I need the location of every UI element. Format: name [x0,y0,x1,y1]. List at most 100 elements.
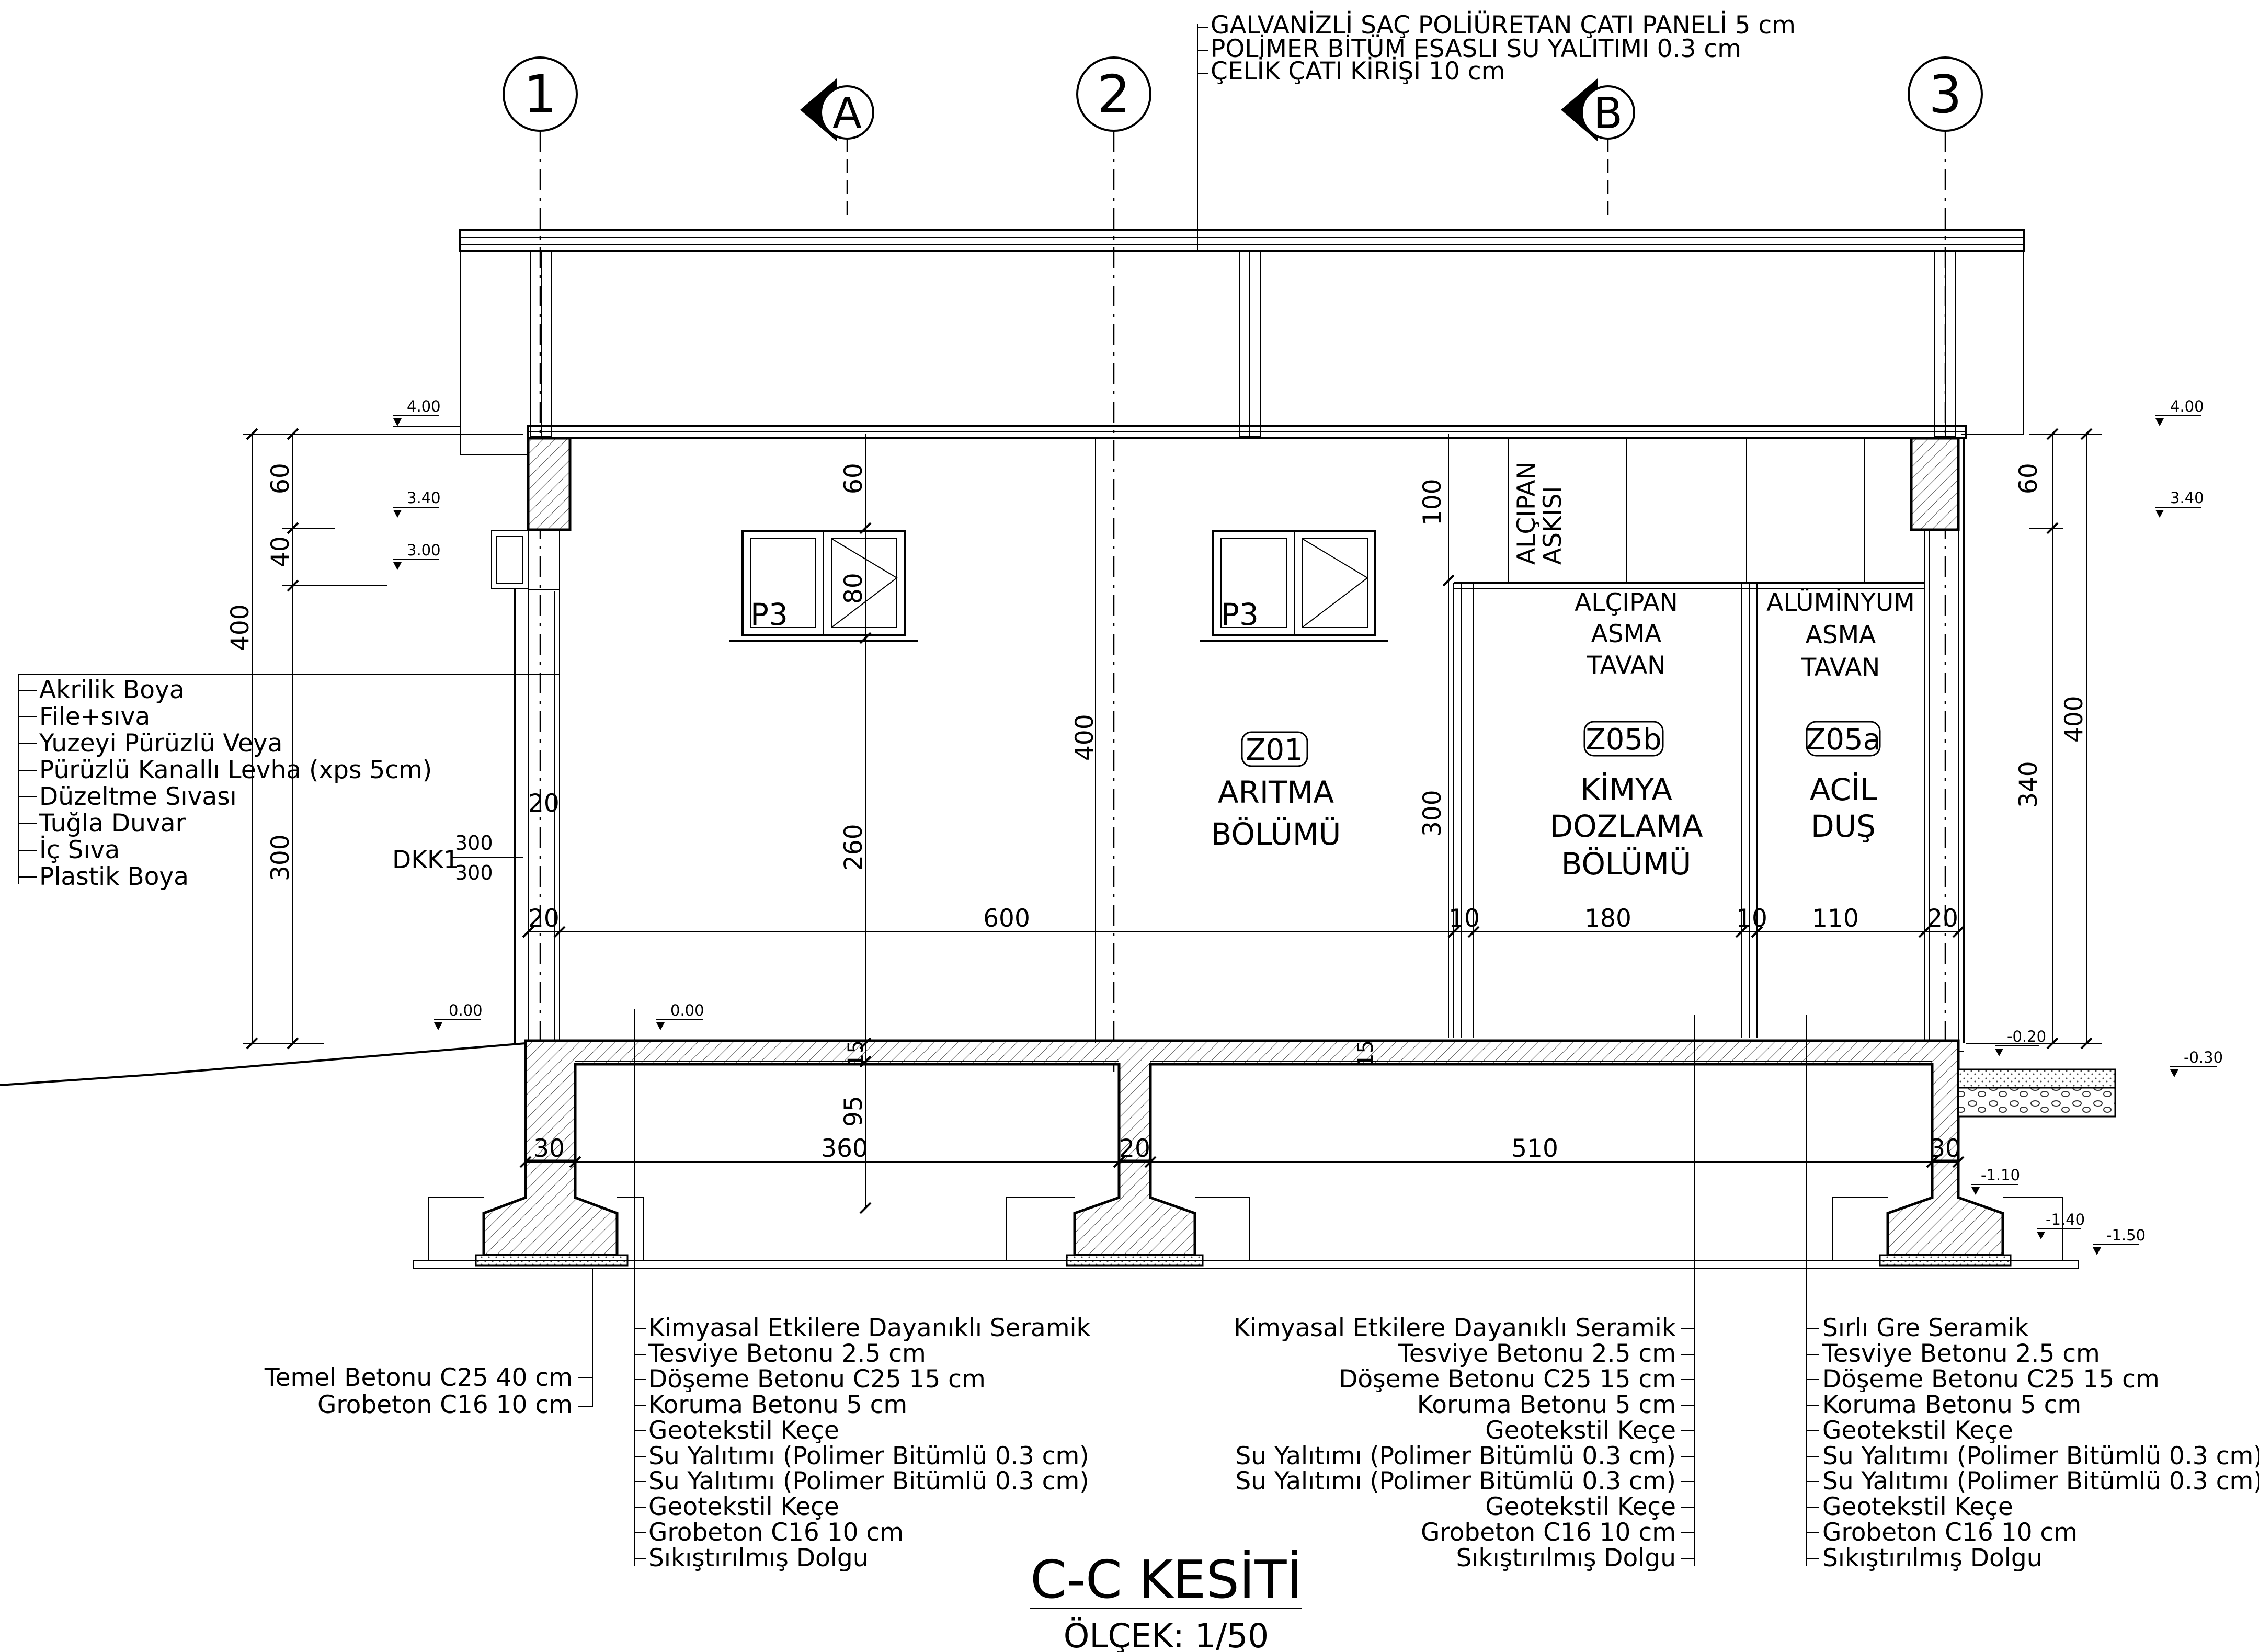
level-marker: 3.00 [393,541,441,570]
window-2: P3 [1200,530,1388,642]
dim-h-10a: 10 [1448,904,1480,933]
ground-line [0,1042,526,1086]
floor1-layer-1: Kimyasal Etkilere Dayanıklı Seramik [648,1314,1091,1342]
wall-layer-7: İç Sıva [39,836,120,864]
floor1-layer-10: Sıkıştırılmış Dolgu [648,1544,868,1573]
floor3-layer-7: Su Yalıtımı (Polimer Bitümlü 0.3 cm) [1822,1467,2259,1496]
ceiling-label-aluminium: ALÜMİNYUM ASMA TAVAN [1766,588,1915,682]
foundation [413,1039,2116,1269]
floor3-layer-3: Döşeme Betonu C25 15 cm [1822,1365,2160,1394]
dim-left-40: 40 [266,536,295,567]
grid-label-2: 2 [1097,64,1131,125]
floor2-layer-7: Su Yalıtımı (Polimer Bitümlü 0.3 cm) [1235,1467,1676,1496]
roof-layers-note: GALVANİZLİ SAÇ POLİÜRETAN ÇATI PANELİ 5 … [1197,11,1796,251]
section-marker-a: A [800,78,874,220]
walls [491,437,1965,1043]
level-marker: -1.40 [2037,1211,2085,1239]
room-z05a-name-1: ACİL [1810,772,1877,807]
level-marker: 4.00 [393,397,460,427]
floor2-layer-3: Döşeme Betonu C25 15 cm [1339,1365,1676,1394]
dim-right-60: 60 [2014,463,2043,494]
dim-int-260: 260 [839,824,868,871]
room-z01-code: Z01 [1246,733,1303,767]
roof-layer-1: GALVANİZLİ SAÇ POLİÜRETAN ÇATI PANELİ 5 … [1211,11,1796,40]
floor2-layer-6: Su Yalıtımı (Polimer Bitümlü 0.3 cm) [1235,1442,1676,1471]
dim-l-20: 20 [1119,1134,1150,1163]
dim-int-100: 100 [1418,478,1447,526]
roof-structure [459,229,2025,455]
hanger-label-1: ALÇIPAN [1512,461,1541,565]
floor1-layer-3: Döşeme Betonu C25 15 cm [648,1365,986,1394]
section-marker-b: B [1561,78,1635,220]
dim-left-60: 60 [266,463,295,494]
foundation-notes: Temel Betonu C25 40 cm Grobeton C16 10 c… [264,1268,593,1419]
dim-h-600: 600 [983,904,1030,933]
room-z05b-name-1: KİMYA [1580,772,1672,807]
floor3-layer-6: Su Yalıtımı (Polimer Bitümlü 0.3 cm) [1822,1442,2259,1471]
room-z05b-code: Z05b [1585,723,1661,757]
level-300-left: 3.00 [407,541,441,559]
floor1-layer-2: Tesviye Betonu 2.5 cm [648,1339,926,1368]
dim-h-110: 110 [1812,904,1859,933]
room-z01-name-2: BÖLÜMÜ [1211,816,1341,852]
dim-int-95: 95 [839,1096,868,1127]
dim-int-15a: 15 [844,1040,868,1067]
floor3-layer-10: Sıkıştırılmış Dolgu [1822,1544,2042,1573]
floor-layers-note-2: Kimyasal Etkilere Dayanıklı Seramik Tesv… [1234,1015,1695,1573]
roof-layer-2: POLİMER BİTÜM ESASLI SU YALITIMI 0.3 cm [1211,35,1741,63]
dim-h-20b: 20 [528,789,560,818]
floor3-layer-2: Tesviye Betonu 2.5 cm [1822,1339,2100,1368]
level-marker: -0.30 [2170,1049,2223,1077]
section-marker-a-label: A [832,89,862,139]
door-height: 300 [455,861,493,884]
door-tag: DKK1 300 300 [392,831,523,884]
wall-layers-note: Akrilik Boya File+sıva Yuzeyi Pürüzlü Ve… [18,674,560,891]
dim-right-340: 340 [2014,761,2043,808]
wall-layer-2: File+sıva [39,702,150,731]
level-340-right: 3.40 [2170,489,2204,507]
wall-layer-8: Plastik Boya [39,862,189,891]
ceiling-alu-3: TAVAN [1801,653,1880,682]
floor3-layer-9: Grobeton C16 10 cm [1822,1518,2078,1547]
floor1-layer-9: Grobeton C16 10 cm [648,1518,904,1547]
wall-layer-5: Düzeltme Sıvası [39,782,237,811]
floor3-layer-5: Geotekstil Keçe [1822,1416,2013,1445]
level-m140: -1.40 [2046,1211,2085,1228]
ceiling-gypsum-2: ASMA [1591,620,1662,648]
level-400-right: 4.00 [2170,397,2204,415]
level-m030: -0.30 [2184,1049,2223,1066]
wall-layer-3: Yuzeyi Pürüzlü Veya [39,729,282,758]
dim-int-300: 300 [1418,790,1447,837]
room-z05b-name-2: DOZLAMA [1549,808,1703,844]
dim-h-180: 180 [1584,904,1632,933]
floor2-layer-4: Koruma Betonu 5 cm [1417,1391,1676,1419]
level-340-left: 3.40 [407,489,441,507]
level-marker: -1.10 [1971,1166,2020,1195]
floor1-layer-6: Su Yalıtımı (Polimer Bitümlü 0.3 cm) [648,1442,1089,1471]
level-marker: 4.00 [2155,397,2204,426]
level-marker: 0.00 [656,1001,704,1030]
floor1-layer-7: Su Yalıtımı (Polimer Bitümlü 0.3 cm) [648,1467,1089,1496]
level-marker: 3.40 [2155,489,2204,518]
drawing-title: C-C KESİTİ [1030,1549,1302,1610]
room-z05b-name-3: BÖLÜMÜ [1561,846,1692,882]
roof-layer-3: ÇELİK ÇATI KİRİŞİ 10 cm [1211,57,1505,86]
room-z05a: Z05a ACİL DUŞ [1806,721,1881,844]
floor2-layer-10: Sıkıştırılmış Dolgu [1456,1544,1676,1573]
dim-int-60: 60 [839,463,868,494]
room-z01: Z01 ARITMA BÖLÜMÜ [1211,731,1341,852]
floor2-layer-2: Tesviye Betonu 2.5 cm [1398,1339,1676,1368]
dim-l-510: 510 [1511,1134,1558,1163]
dim-int-15b: 15 [1354,1040,1378,1067]
floor-layers-note-1: Kimyasal Etkilere Dayanıklı Seramik Tesv… [634,1009,1091,1573]
floor3-layer-4: Koruma Betonu 5 cm [1822,1391,2081,1419]
floor2-layer-1: Kimyasal Etkilere Dayanıklı Seramik [1234,1314,1676,1342]
level-marker: 3.40 [393,489,441,518]
dim-l-360: 360 [821,1134,868,1163]
dim-int-80: 80 [839,573,868,604]
floor2-layer-8: Geotekstil Keçe [1485,1493,1676,1521]
dim-left-300: 300 [266,834,295,881]
floor1-layer-8: Geotekstil Keçe [648,1493,839,1521]
dim-l-30a: 30 [533,1134,565,1163]
level-400-left: 4.00 [407,397,441,415]
